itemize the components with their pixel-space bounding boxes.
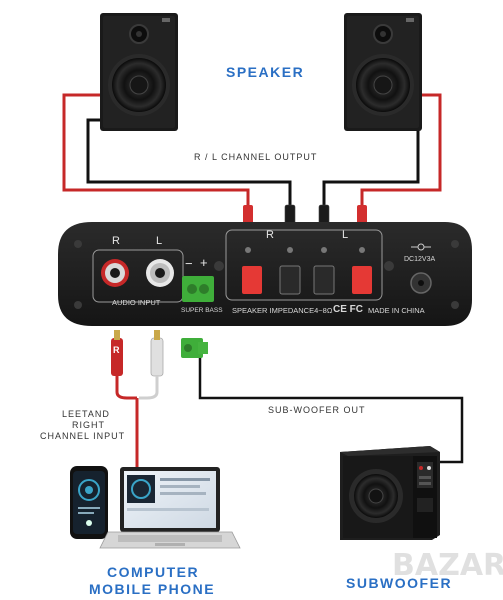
made-in-china-label: MADE IN CHINA	[368, 306, 425, 315]
banana-plugs	[243, 204, 367, 234]
sub-plus-label: +	[200, 255, 208, 270]
watermark-logo: BAZAR	[392, 548, 503, 583]
amplifier	[58, 222, 472, 326]
mobile-phone-label: MOBILE PHONE	[89, 581, 216, 597]
ce-fc-mark: CE FC	[333, 304, 363, 315]
rl-channel-output-label: R / L CHANNEL OUTPUT	[194, 152, 318, 162]
input-label-line3: CHANNEL INPUT	[40, 431, 126, 441]
laptop	[99, 467, 241, 549]
super-bass-label: SUPER BASS	[181, 307, 223, 314]
subwoofer-box	[340, 446, 440, 540]
input-label-line2: RIGHT	[72, 420, 105, 430]
output-r-label: R	[266, 229, 274, 241]
subwoofer-cable	[181, 338, 464, 464]
dc-power-label: DC12V3A	[404, 256, 436, 263]
sub-woofer-out-label: SUB-WOOFER OUT	[268, 405, 366, 415]
left-speaker	[100, 13, 178, 131]
right-speaker	[344, 13, 422, 131]
output-l-label: L	[342, 229, 349, 241]
phone	[70, 466, 108, 539]
input-l-label: L	[156, 235, 163, 247]
sub-minus-label: −	[185, 256, 193, 271]
speaker-impedance-label: SPEAKER IMPEDANCE4~8Ω	[232, 306, 333, 315]
audio-input-label: AUDIO INPUT	[112, 298, 161, 307]
input-label-line1: LEETAND	[62, 409, 110, 419]
speaker-title: SPEAKER	[226, 64, 305, 80]
rca-plug-r-label: R	[113, 345, 120, 355]
subwoofer-label: SUBWOOFER	[346, 575, 453, 591]
input-r-label: R	[112, 235, 120, 247]
rca-cable	[111, 330, 164, 470]
computer-label: COMPUTER	[107, 564, 200, 580]
